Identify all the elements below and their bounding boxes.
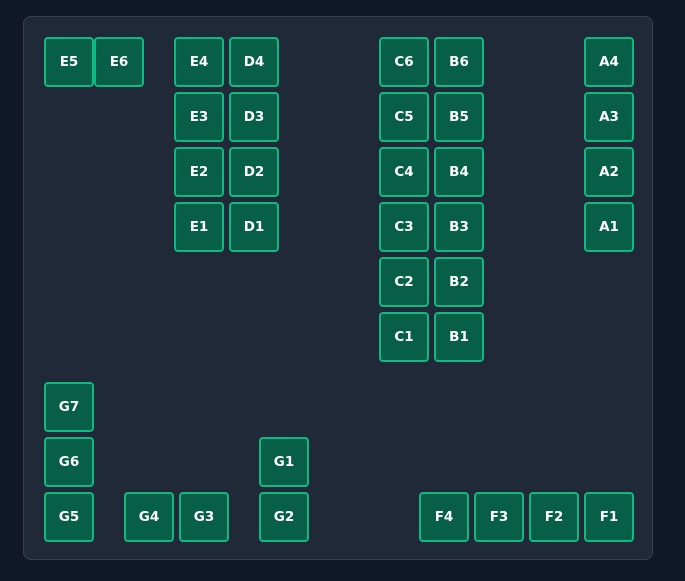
seat-G2[interactable]: G2 — [259, 492, 309, 542]
seat-E3[interactable]: E3 — [174, 92, 224, 142]
seat-E5[interactable]: E5 — [44, 37, 94, 87]
seat-A3[interactable]: A3 — [584, 92, 634, 142]
seat-B6[interactable]: B6 — [434, 37, 484, 87]
seat-G6[interactable]: G6 — [44, 437, 94, 487]
seat-F2[interactable]: F2 — [529, 492, 579, 542]
seat-D4[interactable]: D4 — [229, 37, 279, 87]
seat-B1[interactable]: B1 — [434, 312, 484, 362]
seat-E4[interactable]: E4 — [174, 37, 224, 87]
seat-A1[interactable]: A1 — [584, 202, 634, 252]
seat-G7[interactable]: G7 — [44, 382, 94, 432]
seat-G4[interactable]: G4 — [124, 492, 174, 542]
seat-C4[interactable]: C4 — [379, 147, 429, 197]
seat-C6[interactable]: C6 — [379, 37, 429, 87]
seat-map-panel — [23, 16, 653, 560]
seat-G1[interactable]: G1 — [259, 437, 309, 487]
seat-F3[interactable]: F3 — [474, 492, 524, 542]
seat-E6[interactable]: E6 — [94, 37, 144, 87]
seat-C2[interactable]: C2 — [379, 257, 429, 307]
seat-D3[interactable]: D3 — [229, 92, 279, 142]
seat-C5[interactable]: C5 — [379, 92, 429, 142]
seat-G3[interactable]: G3 — [179, 492, 229, 542]
seat-B5[interactable]: B5 — [434, 92, 484, 142]
seat-C3[interactable]: C3 — [379, 202, 429, 252]
seat-A4[interactable]: A4 — [584, 37, 634, 87]
seat-A2[interactable]: A2 — [584, 147, 634, 197]
seat-B2[interactable]: B2 — [434, 257, 484, 307]
seat-F1[interactable]: F1 — [584, 492, 634, 542]
seat-D2[interactable]: D2 — [229, 147, 279, 197]
seat-F4[interactable]: F4 — [419, 492, 469, 542]
seat-B3[interactable]: B3 — [434, 202, 484, 252]
seat-E2[interactable]: E2 — [174, 147, 224, 197]
seat-C1[interactable]: C1 — [379, 312, 429, 362]
seat-B4[interactable]: B4 — [434, 147, 484, 197]
seat-G5[interactable]: G5 — [44, 492, 94, 542]
seat-D1[interactable]: D1 — [229, 202, 279, 252]
seat-E1[interactable]: E1 — [174, 202, 224, 252]
